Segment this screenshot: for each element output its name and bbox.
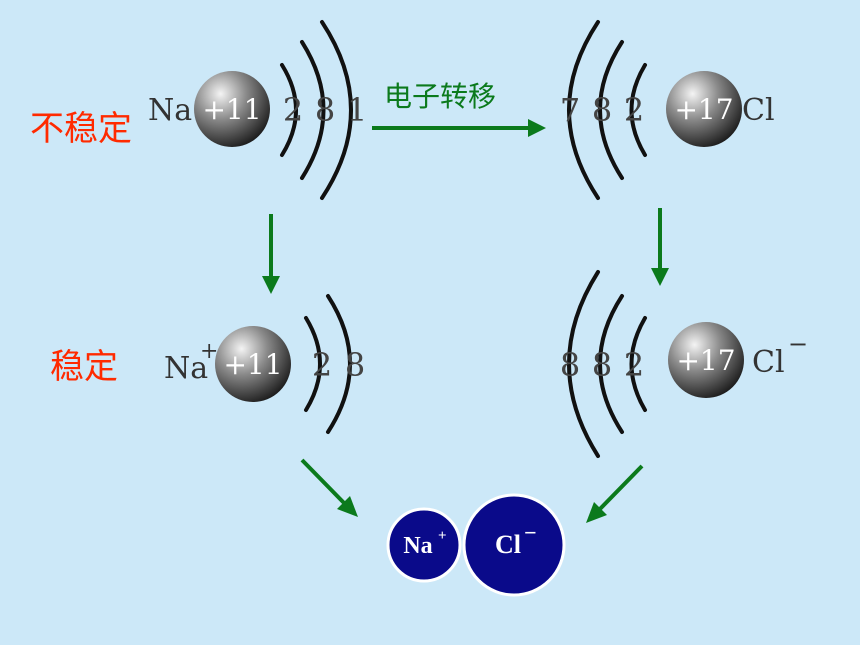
cl-ion-shell-count-outer: 8 <box>560 346 580 384</box>
unstable-label: 不稳定 <box>30 109 132 149</box>
cl-atom: 7 8 2 +17 Cl <box>560 20 775 200</box>
stable-label: 稳定 <box>50 347 118 387</box>
na-atom: Na +11 2 8 1 <box>148 20 367 200</box>
cl-ion-sphere <box>462 493 566 597</box>
na-atom-nucleus-charge: +11 <box>202 93 261 126</box>
cl-ion-charge: − <box>788 330 808 358</box>
cl-ion-sphere-charge: − <box>524 520 537 545</box>
na-atom-nucleus <box>194 71 270 147</box>
cl-ion-symbol: Cl <box>752 345 785 380</box>
cl-to-compound-arrow <box>586 464 644 523</box>
na-ion-shell-count-1: 2 <box>312 346 332 384</box>
cl-atom-shell-2 <box>598 40 624 180</box>
na-ion-charge: + <box>200 339 218 364</box>
electron-transfer-arrow <box>372 119 546 137</box>
na-atom-shell-3 <box>320 20 353 200</box>
cl-ion-shell-2 <box>598 294 624 434</box>
nacl-ion-pair: Na + Cl − <box>386 493 566 597</box>
na-ion-sphere <box>386 507 462 583</box>
cl-atom-nucleus-charge: +17 <box>674 93 733 126</box>
cl-atom-shell-count-middle: 8 <box>592 91 612 129</box>
na-ion-nucleus-charge: +11 <box>223 348 282 381</box>
na-ion-shell-2 <box>326 294 352 434</box>
cl-ion-shell-3 <box>567 270 600 458</box>
cl-ion: 8 8 2 +17 Cl − <box>560 270 808 458</box>
na-atom-symbol: Na <box>148 93 192 128</box>
cl-atom-shell-3 <box>567 20 600 200</box>
cl-ion-nucleus <box>668 322 744 398</box>
cl-ion-nucleus-charge: +17 <box>676 344 735 377</box>
cl-atom-shell-count-inner: 2 <box>624 91 644 129</box>
na-ion-shell-1 <box>304 316 322 412</box>
na-atom-shell-1 <box>280 63 298 157</box>
cl-down-arrow <box>651 208 669 286</box>
na-ion-symbol: Na <box>164 351 208 386</box>
electron-transfer-label: 电子转移 <box>384 80 496 113</box>
na-down-arrow <box>262 214 280 294</box>
na-ion-sphere-charge: + <box>438 528 447 544</box>
na-atom-shell-2 <box>300 40 326 180</box>
na-ion: Na + +11 2 8 <box>164 294 365 434</box>
cl-ion-shell-count-middle: 8 <box>592 346 612 384</box>
cl-ion-shell-1 <box>629 316 647 412</box>
na-to-compound-arrow <box>300 458 358 517</box>
cl-atom-shell-1 <box>629 63 647 157</box>
cl-ion-shell-count-inner: 2 <box>624 346 644 384</box>
cl-atom-symbol: Cl <box>742 93 775 128</box>
na-atom-shell-count-3: 1 <box>347 91 367 129</box>
na-ion-sphere-label: Na <box>403 533 432 559</box>
na-atom-shell-count-2: 8 <box>315 91 335 129</box>
na-ion-shell-count-2: 8 <box>345 346 365 384</box>
na-ion-nucleus <box>215 326 291 402</box>
cl-atom-shell-count-outer: 7 <box>560 91 580 129</box>
na-atom-shell-count-1: 2 <box>283 91 303 129</box>
cl-ion-sphere-label: Cl <box>495 530 521 559</box>
cl-atom-nucleus <box>666 71 742 147</box>
